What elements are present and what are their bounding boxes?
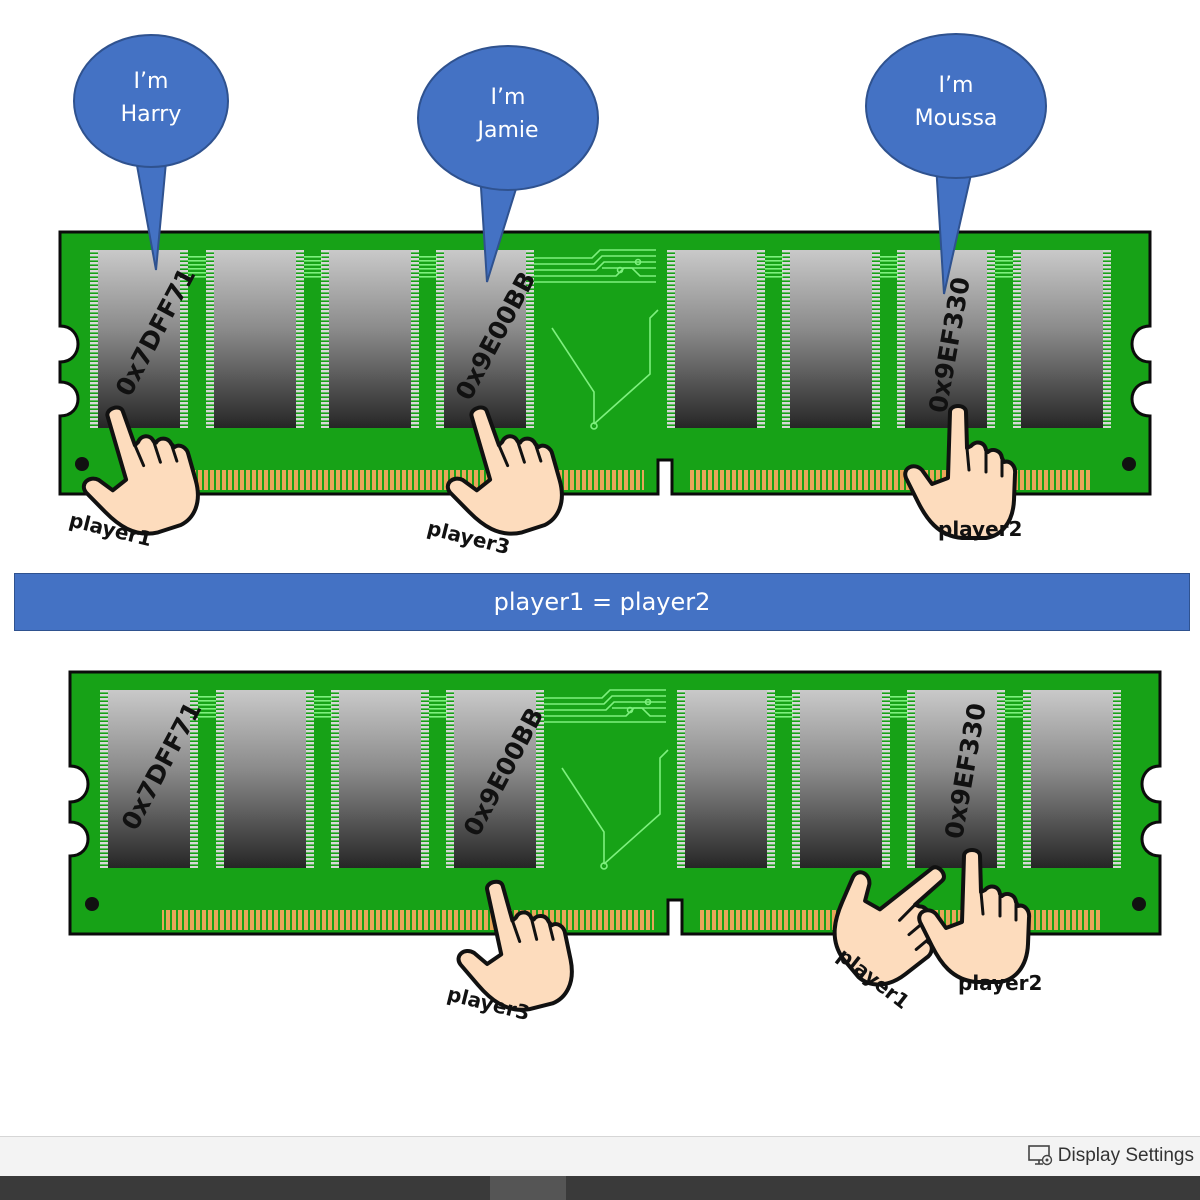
diagram-canvas: I’m Harry I’m Jamie I’m Moussa 0x7DFF71 … xyxy=(58,33,1162,1025)
bubble-moussa-line1: I’m xyxy=(939,73,974,98)
speech-bubble-moussa: I’m Moussa xyxy=(865,33,1047,295)
bubble-harry-line1: I’m xyxy=(134,69,169,94)
bubble-harry-line2: Harry xyxy=(121,102,182,127)
taskbar-item[interactable] xyxy=(490,1176,566,1200)
display-settings-button[interactable]: Display Settings xyxy=(1027,1145,1194,1167)
bubble-jamie-line1: I’m xyxy=(491,85,526,110)
bubble-moussa-line2: Moussa xyxy=(915,106,998,131)
assignment-banner: player1 = player2 xyxy=(14,573,1190,631)
display-settings-label: Display Settings xyxy=(1057,1145,1194,1166)
monitor-gear-icon xyxy=(1027,1145,1052,1166)
player-label-player2-bottom: player2 xyxy=(958,971,1042,995)
banner-text: player1 = player2 xyxy=(493,588,711,616)
speech-bubble-jamie: I’m Jamie xyxy=(417,45,599,283)
player-label-player2-top: player2 xyxy=(938,517,1022,541)
status-bar: Display Settings xyxy=(0,1136,1200,1177)
bubble-jamie-line2: Jamie xyxy=(475,118,538,143)
speech-bubble-harry: I’m Harry xyxy=(73,34,229,271)
taskbar xyxy=(0,1176,1200,1200)
